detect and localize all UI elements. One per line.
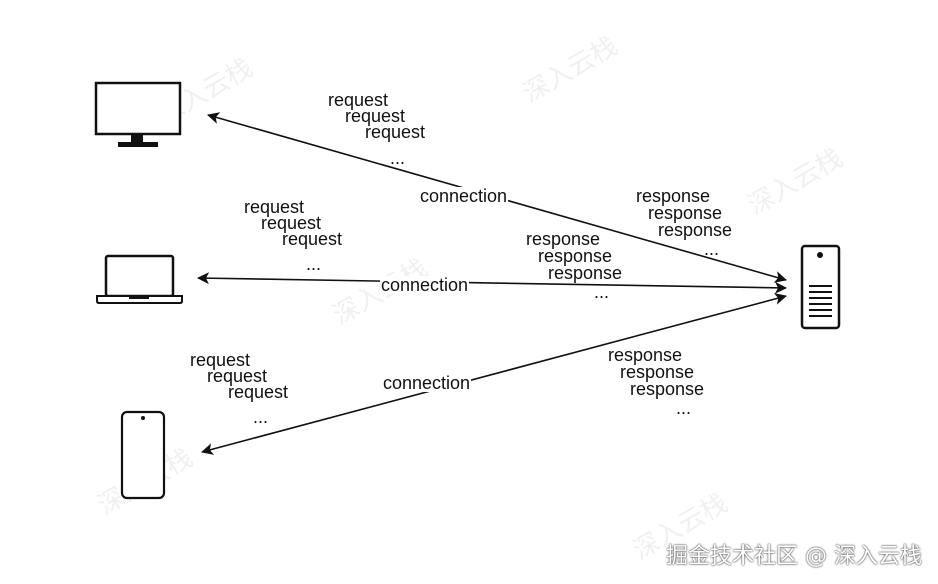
request-label: request — [190, 350, 251, 370]
connection-label-laptop: connection — [380, 275, 470, 295]
brand-watermark: 掘金技术社区 @ 深入云栈 — [666, 544, 922, 569]
response-label: response — [630, 379, 705, 399]
ellipsis-label: ... — [390, 148, 406, 168]
request-label: request — [365, 122, 426, 142]
request-label: request — [282, 229, 343, 249]
ellipsis-label: ... — [676, 398, 692, 418]
connection-label-phone: connection — [382, 373, 472, 393]
ellipsis-label: ... — [704, 239, 720, 259]
request-label: request — [244, 197, 305, 217]
response-label: response — [620, 362, 695, 382]
request-label: request — [228, 382, 289, 402]
request-label: request — [261, 213, 322, 233]
laptop-icon — [96, 254, 183, 304]
desktop-monitor-icon — [94, 81, 182, 147]
ellipsis-label: ... — [253, 407, 269, 427]
response-label: response — [658, 220, 733, 240]
ellipsis-label: ... — [594, 282, 610, 302]
response-label: response — [648, 203, 723, 223]
server-icon — [800, 244, 841, 330]
connection-label-desktop: connection — [419, 186, 509, 206]
request-label: request — [345, 106, 406, 126]
phone-icon — [120, 410, 166, 500]
response-label: response — [608, 345, 683, 365]
request-label: request — [207, 366, 268, 386]
connection-line-phone — [201, 293, 787, 455]
response-label: response — [526, 229, 601, 249]
ellipsis-label: ... — [306, 254, 322, 274]
request-label: request — [328, 90, 389, 110]
response-label: response — [636, 186, 711, 206]
connection-line-laptop — [197, 272, 787, 294]
response-label: response — [538, 246, 613, 266]
response-label: response — [548, 263, 623, 283]
